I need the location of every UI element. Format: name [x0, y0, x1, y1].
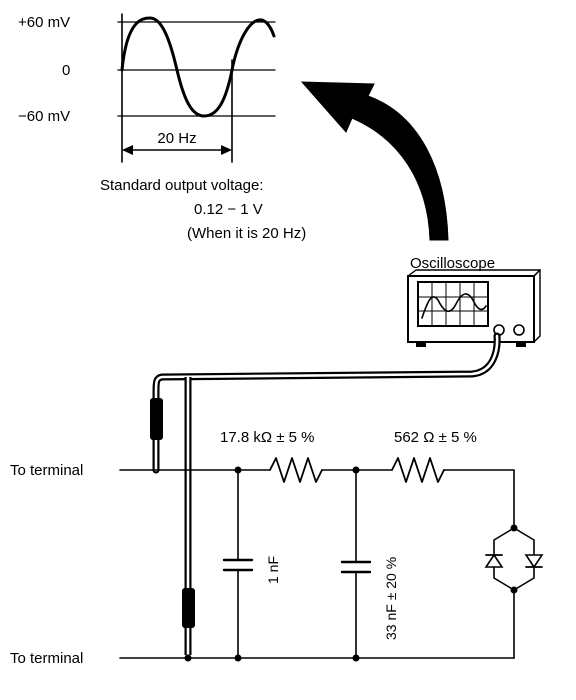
period-arrow-right-icon: [221, 145, 232, 155]
output-note-line1: Standard output voltage:: [100, 177, 263, 194]
curved-arrow: [300, 81, 449, 241]
junction-dot: [184, 654, 192, 662]
capacitor-1-label: 1 nF: [265, 556, 281, 584]
junction-dot: [352, 654, 360, 662]
label-frequency: 20 Hz: [157, 130, 196, 147]
output-note-line3: (When it is 20 Hz): [187, 225, 306, 242]
junction-dot: [234, 654, 242, 662]
circuit: To terminal To terminal 17.8 kΩ ± 5 % 56…: [10, 429, 544, 667]
diode-left-icon: [484, 553, 504, 568]
label-zero: 0: [62, 62, 70, 79]
oscilloscope-grid: [417, 281, 489, 327]
probe-cable: [150, 332, 501, 655]
oscilloscope-knob: [513, 324, 525, 336]
period-arrow-left-icon: [122, 145, 133, 155]
junction-dot: [510, 524, 518, 532]
oscilloscope-label: Oscilloscope: [410, 255, 495, 272]
diode-right-icon: [524, 554, 544, 569]
oscilloscope-foot-left: [416, 342, 426, 347]
junction-dot: [510, 586, 518, 594]
resistor-2-label: 562 Ω ± 5 %: [394, 429, 477, 446]
junction-dot: [352, 466, 360, 474]
curved-arrow-icon: [300, 81, 449, 241]
oscilloscope-screen: [417, 281, 489, 327]
probe-cable-outer: [152, 332, 501, 474]
resistor-1-label: 17.8 kΩ ± 5 %: [220, 429, 315, 446]
capacitor-2-label: 33 nF ± 20 %: [383, 557, 399, 640]
oscilloscope-foot-right: [516, 342, 526, 347]
sine-wave: [120, 16, 276, 118]
probe-ground-clip: [182, 588, 195, 628]
terminal-bottom-label: To terminal: [10, 650, 83, 667]
resistor-1: [269, 457, 323, 483]
output-note: Standard output voltage: 0.12 − 1 V (Whe…: [100, 177, 306, 242]
junction-dot: [234, 466, 242, 474]
resistor-2: [391, 457, 445, 483]
diode-pair: [484, 527, 544, 591]
oscilloscope-trace: [421, 293, 487, 319]
output-note-line2: 0.12 − 1 V: [194, 201, 263, 218]
terminal-top-label: To terminal: [10, 462, 83, 479]
oscilloscope: Oscilloscope: [407, 255, 541, 347]
probe-tip-body: [150, 398, 163, 440]
waveform-graph: +60 mV 0 −60 mV 20 Hz: [18, 13, 276, 163]
label-minus-60mv: −60 mV: [18, 108, 70, 125]
label-plus-60mv: +60 mV: [18, 14, 70, 31]
